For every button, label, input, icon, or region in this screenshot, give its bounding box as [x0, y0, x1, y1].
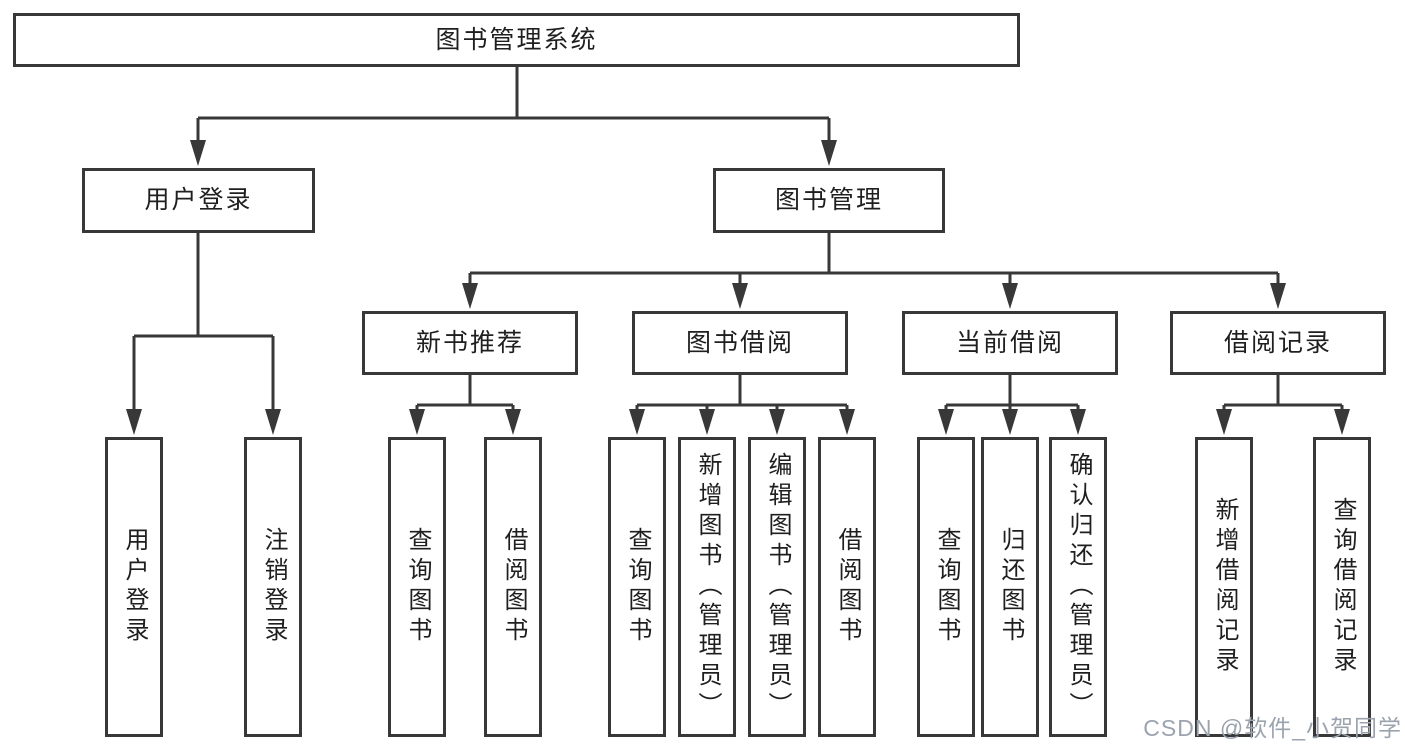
node-new-book-recommendation-label: 新书推荐 — [415, 328, 524, 357]
node-new-book-recommendation: 新书推荐 — [362, 311, 578, 375]
arrowhead-icon — [190, 140, 206, 166]
leaf-add-books-admin-label: 新增图书（管理员） — [694, 452, 721, 722]
arrowhead-icon — [769, 409, 785, 435]
arrowhead-icon — [938, 409, 954, 435]
arrowhead-icon — [409, 409, 425, 435]
leaf-add-books-admin: 新增图书（管理员） — [678, 437, 736, 737]
leaf-query-books-borrowing-label: 查询图书 — [624, 527, 651, 647]
arrowhead-icon — [1334, 409, 1350, 435]
connector-userlogin-leaves — [132, 233, 275, 410]
connector-bookborrow-leaves — [635, 375, 849, 410]
csdn-watermark: CSDN @软件_小贺同学 — [1143, 715, 1402, 741]
node-root-label: 图书管理系统 — [435, 25, 598, 54]
leaf-add-borrow-record-label: 新增借阅记录 — [1211, 497, 1238, 677]
arrowhead-icon — [1002, 283, 1018, 309]
arrowhead-icon — [699, 409, 715, 435]
connector-newbooks-leaves — [415, 375, 515, 410]
leaf-query-books-borrowing: 查询图书 — [608, 437, 666, 737]
arrowhead-icon — [821, 140, 837, 166]
arrowhead-icon — [732, 283, 748, 309]
node-borrowing-records-label: 借阅记录 — [1223, 328, 1332, 357]
connector-borrowrecords-leaves — [1222, 375, 1344, 410]
arrowhead-icon — [126, 409, 142, 435]
leaf-borrow-books-newbooks: 借阅图书 — [484, 437, 542, 737]
arrowhead-icon — [629, 409, 645, 435]
node-current-borrowing: 当前借阅 — [902, 311, 1118, 375]
node-root: 图书管理系统 — [13, 13, 1020, 67]
leaf-add-borrow-record: 新增借阅记录 — [1195, 437, 1253, 737]
arrowhead-icon — [1216, 409, 1232, 435]
leaf-borrow-books-borrowing-label: 借阅图书 — [834, 527, 861, 647]
connector-currentborrow-leaves — [944, 375, 1080, 410]
connector-root-level2 — [196, 67, 831, 141]
leaf-borrow-books-newbooks-label: 借阅图书 — [500, 527, 527, 647]
arrowhead-icon — [1270, 283, 1286, 309]
arrowhead-icon — [1070, 409, 1086, 435]
arrowhead-icon — [462, 283, 478, 309]
node-user-login: 用户登录 — [82, 168, 315, 233]
node-current-borrowing-label: 当前借阅 — [955, 328, 1064, 357]
leaf-return-books: 归还图书 — [981, 437, 1039, 737]
leaf-logout: 注销登录 — [244, 437, 302, 737]
connector-bookmgmt-level3 — [468, 233, 1280, 284]
node-user-login-label: 用户登录 — [144, 186, 253, 214]
node-book-borrowing-label: 图书借阅 — [685, 328, 794, 357]
arrowhead-icon — [1002, 409, 1018, 435]
node-book-borrowing: 图书借阅 — [632, 311, 848, 375]
leaf-user-login-label: 用户登录 — [121, 527, 148, 647]
leaf-edit-books-admin: 编辑图书（管理员） — [748, 437, 806, 737]
arrowhead-icon — [265, 409, 281, 435]
leaf-logout-label: 注销登录 — [260, 527, 287, 647]
leaf-query-borrow-record: 查询借阅记录 — [1313, 437, 1371, 737]
arrowheads — [126, 140, 1350, 435]
leaf-query-books-newbooks-label: 查询图书 — [404, 527, 431, 647]
leaf-confirm-return-admin: 确认归还（管理员） — [1049, 437, 1107, 737]
leaf-query-books-current-label: 查询图书 — [933, 527, 960, 647]
arrowhead-icon — [839, 409, 855, 435]
node-borrowing-records: 借阅记录 — [1170, 311, 1386, 375]
leaf-borrow-books-borrowing: 借阅图书 — [818, 437, 876, 737]
leaf-user-login: 用户登录 — [105, 437, 163, 737]
leaf-confirm-return-admin-label: 确认归还（管理员） — [1065, 452, 1092, 722]
leaf-return-books-label: 归还图书 — [997, 527, 1024, 647]
leaf-query-books-current: 查询图书 — [917, 437, 975, 737]
leaf-query-borrow-record-label: 查询借阅记录 — [1329, 497, 1356, 677]
leaf-query-books-newbooks: 查询图书 — [388, 437, 446, 737]
node-book-management: 图书管理 — [713, 168, 945, 233]
arrowhead-icon — [505, 409, 521, 435]
leaf-edit-books-admin-label: 编辑图书（管理员） — [764, 452, 791, 722]
node-book-management-label: 图书管理 — [774, 186, 883, 214]
